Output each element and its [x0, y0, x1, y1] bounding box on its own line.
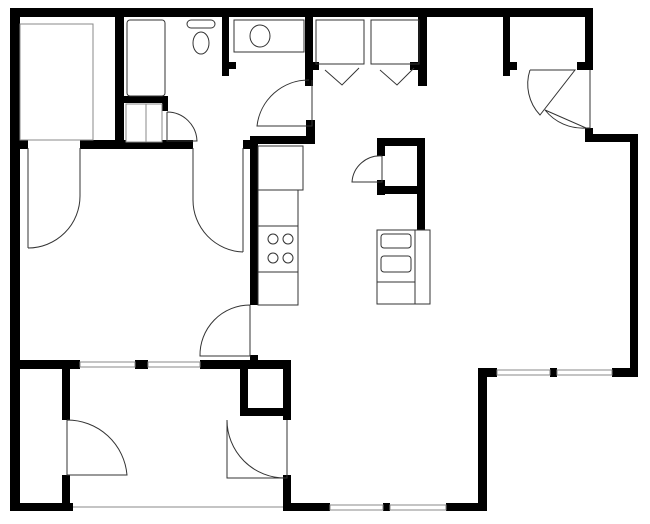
- bifold-door: [324, 67, 360, 86]
- washer: [315, 19, 365, 65]
- sink-basin: [380, 255, 412, 273]
- walls: [10, 8, 638, 511]
- windows: [79, 361, 613, 511]
- sink-basin: [380, 233, 412, 249]
- sink: [249, 24, 271, 48]
- counter: [257, 189, 299, 306]
- linen-shelf: [125, 103, 163, 143]
- toilet-tank: [186, 19, 216, 29]
- dryer: [370, 19, 420, 65]
- bathtub: [126, 19, 166, 97]
- fixtures: [19, 19, 431, 306]
- bifold-door: [379, 67, 415, 86]
- doors[interactable]: [27, 69, 591, 479]
- stove-icon: [267, 233, 294, 264]
- island: [376, 229, 416, 305]
- vanity: [233, 19, 305, 53]
- closet-shelf: [19, 23, 94, 141]
- toilet-bowl: [192, 31, 210, 55]
- fridge: [257, 145, 304, 191]
